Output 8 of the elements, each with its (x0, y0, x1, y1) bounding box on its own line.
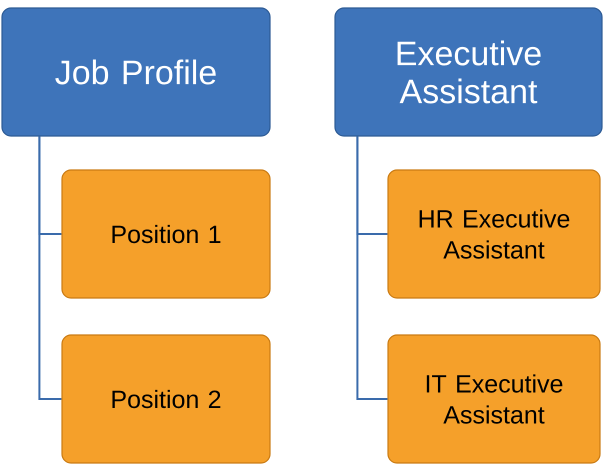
position-box: HR Executive Assistant (387, 169, 601, 299)
top-box: Job Profile (1, 7, 271, 137)
connector-line (356, 136, 388, 400)
position-box: Position 2 (61, 334, 271, 464)
top-box: Executive Assistant (334, 7, 603, 137)
position-box: Position 1 (61, 169, 271, 299)
position-box: IT Executive Assistant (387, 334, 601, 464)
connector-line (38, 136, 62, 400)
